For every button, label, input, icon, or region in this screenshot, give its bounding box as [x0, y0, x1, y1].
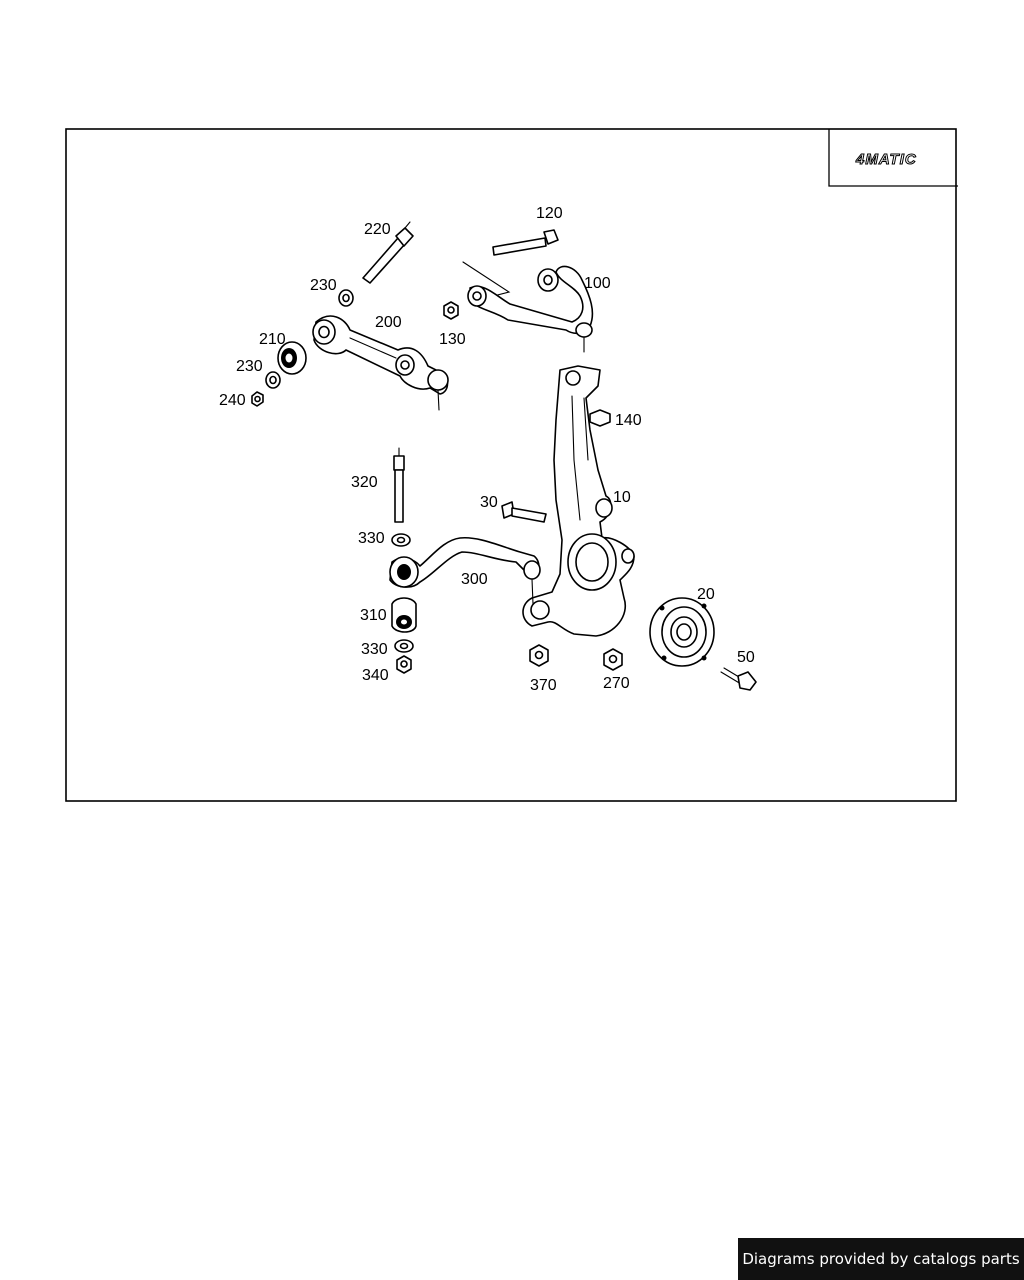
- callout-10: 10: [613, 489, 631, 506]
- callout-300: 300: [461, 571, 488, 588]
- lower-arm-300: [389, 536, 541, 605]
- callout-240: 240: [219, 392, 246, 409]
- diagram-frame: [65, 128, 957, 802]
- badge-box: 4MATIC: [828, 129, 958, 187]
- bolt-120: [492, 229, 559, 256]
- callout-200: 200: [375, 314, 402, 331]
- upper-arm-100: [462, 261, 594, 353]
- washer-330-top: [391, 533, 411, 547]
- callout-50: 50: [737, 649, 755, 666]
- callout-330-top: 330: [358, 530, 385, 547]
- callout-370: 370: [530, 677, 557, 694]
- washer-330-lower: [394, 639, 414, 653]
- bolt-50: [720, 667, 757, 691]
- bolt-320: [393, 447, 405, 523]
- wheel-hub-20: [649, 597, 715, 667]
- callout-330-lower: 330: [361, 641, 388, 658]
- bolt-220: [362, 221, 414, 284]
- nut-140: [589, 409, 611, 427]
- callout-100: 100: [584, 275, 611, 292]
- callout-320: 320: [351, 474, 378, 491]
- callout-20: 20: [697, 586, 715, 603]
- nut-240: [251, 391, 264, 407]
- callout-120: 120: [536, 205, 563, 222]
- control-arm-200: [312, 315, 449, 411]
- callout-130: 130: [439, 331, 466, 348]
- bushing-310: [391, 597, 417, 633]
- bolt-30: [501, 501, 547, 523]
- 4matic-badge: 4MATIC: [855, 151, 917, 168]
- washer-230-top: [338, 289, 354, 307]
- callout-140: 140: [615, 412, 642, 429]
- nut-370: [529, 644, 549, 667]
- bushing-210: [277, 341, 307, 375]
- nut-130: [443, 301, 459, 320]
- callout-230-lower: 230: [236, 358, 263, 375]
- callout-270: 270: [603, 675, 630, 692]
- callout-210: 210: [259, 331, 286, 348]
- footer-credit: Diagrams provided by catalogs parts: [738, 1238, 1024, 1280]
- callout-230-top: 230: [310, 277, 337, 294]
- callout-30: 30: [480, 494, 498, 511]
- washer-230-lower: [265, 371, 281, 389]
- nut-340: [396, 655, 412, 674]
- nut-270: [603, 648, 623, 671]
- callout-220: 220: [364, 221, 391, 238]
- callout-310: 310: [360, 607, 387, 624]
- callout-340: 340: [362, 667, 389, 684]
- steering-knuckle-10: [522, 365, 635, 637]
